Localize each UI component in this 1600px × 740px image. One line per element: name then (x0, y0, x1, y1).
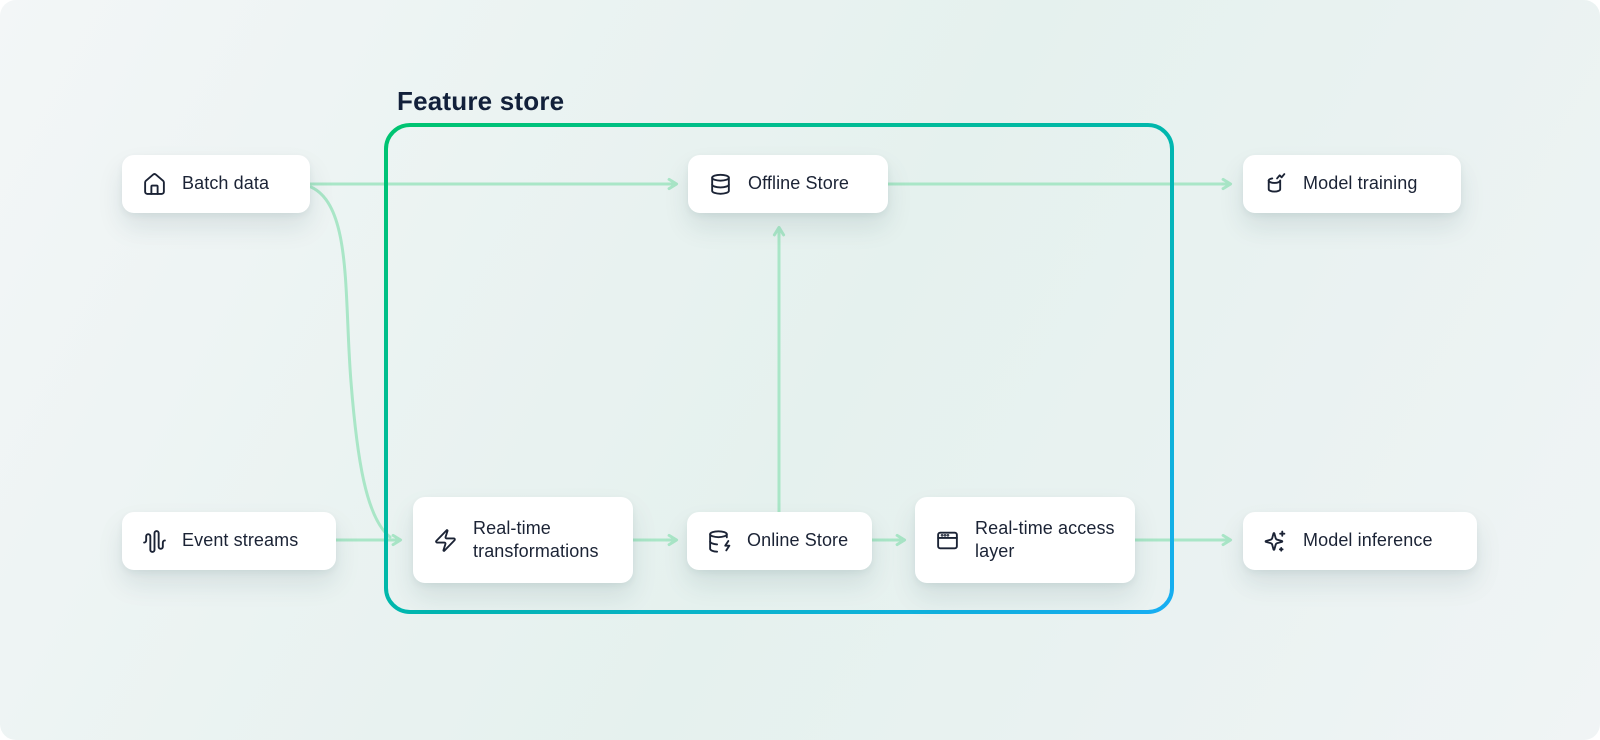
node-label: Model inference (1303, 530, 1433, 551)
waveform-icon (142, 529, 167, 554)
database-lightning-icon (707, 529, 732, 554)
database-icon (708, 172, 733, 197)
node-batch-data: Batch data (122, 155, 310, 213)
node-event-streams: Event streams (122, 512, 336, 570)
node-label: Batch data (182, 173, 270, 194)
sparkles-icon (1263, 529, 1288, 554)
app-window-icon (935, 528, 960, 553)
lightning-icon (433, 528, 458, 553)
node-real-time-transformations: Real-time transformations (413, 497, 633, 583)
node-real-time-access-layer: Real-time access layer (915, 497, 1135, 583)
node-offline-store: Offline Store (688, 155, 888, 213)
node-model-training: Model training (1243, 155, 1461, 213)
edge-batch-to-transformations (309, 185, 392, 539)
model-training-icon (1263, 172, 1288, 197)
node-label: Real-time transformations (473, 517, 599, 561)
node-model-inference: Model inference (1243, 512, 1477, 570)
node-label: Model training (1303, 173, 1418, 194)
node-online-store: Online Store (687, 512, 872, 570)
node-label: Online Store (747, 530, 849, 551)
node-label: Offline Store (748, 173, 850, 194)
house-icon (142, 172, 167, 197)
feature-store-title: Feature store (397, 86, 565, 116)
node-label: Real-time access layer (975, 517, 1115, 561)
node-label: Event streams (182, 530, 299, 551)
